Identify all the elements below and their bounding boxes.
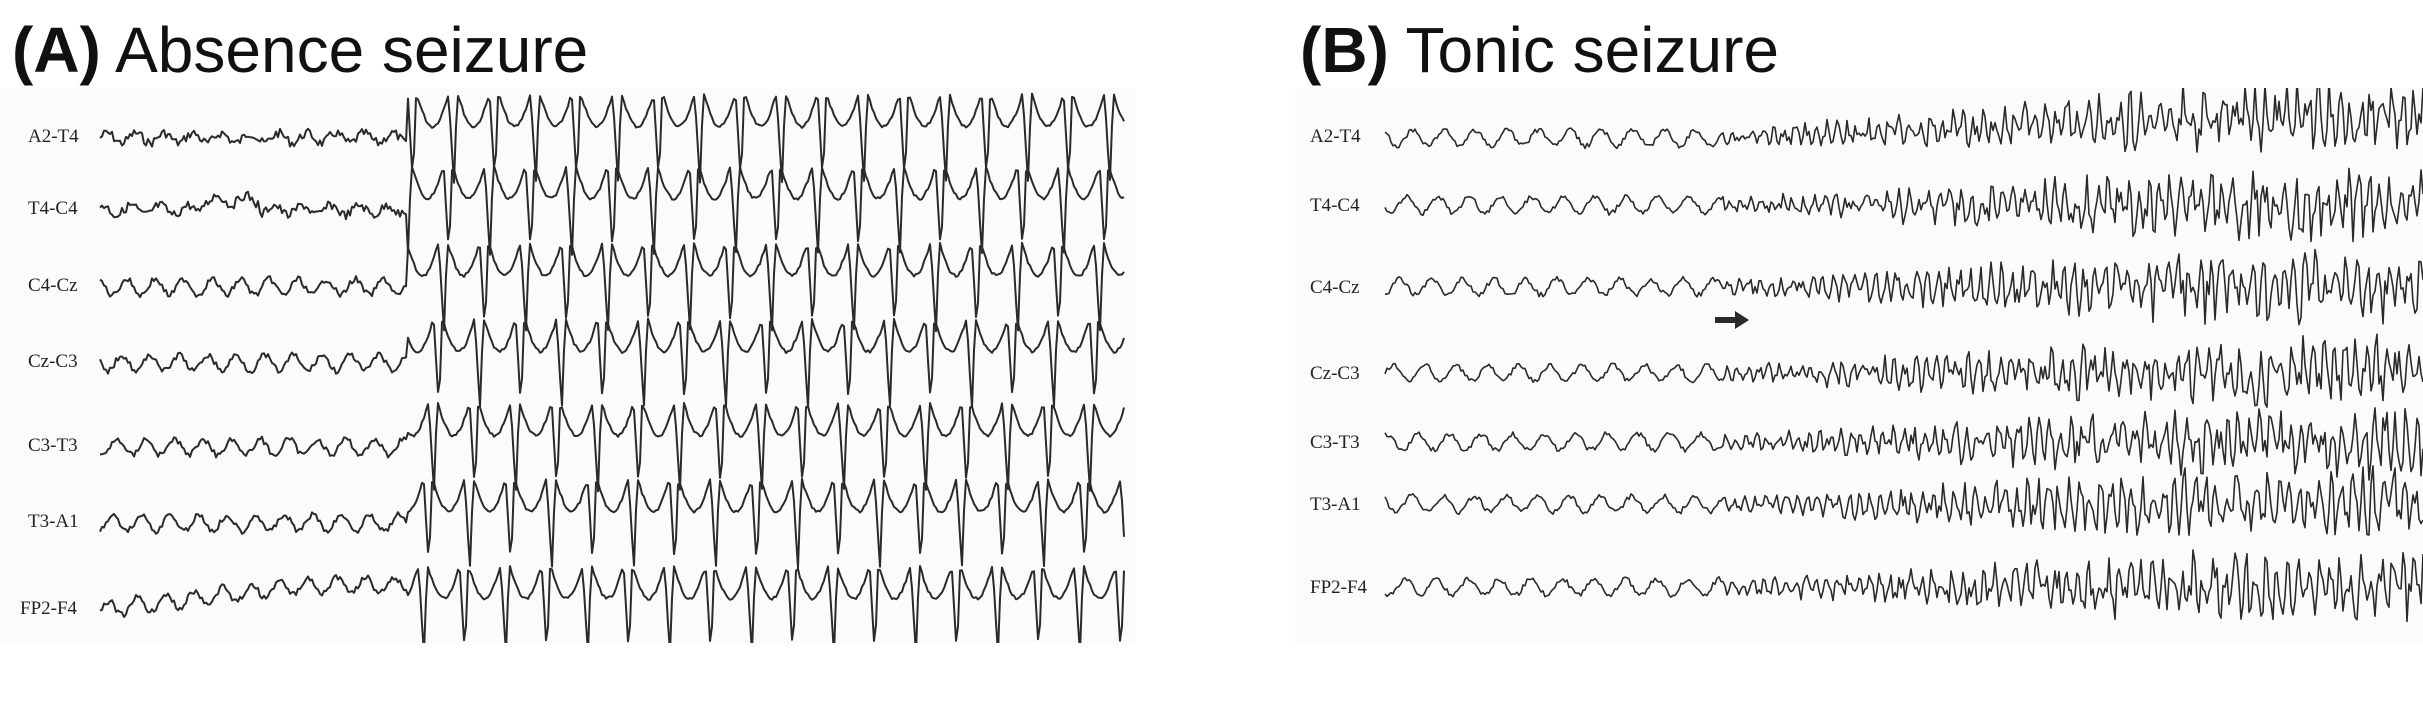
channel-label: C4-Cz <box>1310 277 1360 298</box>
panel-a-title: (A) Absence seizure <box>12 10 588 90</box>
arrow-right-icon <box>1715 311 1749 329</box>
eeg-panel-tonic: A2-T4 T4-C4 C4-Cz Cz-C3 C3-T3 T3-A1 FP2-… <box>1295 88 2423 643</box>
eeg-trace <box>1384 549 2423 623</box>
eeg-trace <box>99 164 1125 256</box>
eeg-trace <box>99 477 1125 569</box>
channel-label: T4-C4 <box>28 198 78 219</box>
channel-label: T3-A1 <box>28 511 79 532</box>
panel-a-title-text: Absence seizure <box>115 14 589 86</box>
eeg-trace <box>1384 167 2423 243</box>
channel-label: C4-Cz <box>28 275 78 296</box>
channel-label: Cz-C3 <box>28 351 78 372</box>
eeg-trace <box>99 402 1125 493</box>
eeg-trace <box>1384 88 2423 153</box>
panel-b-title: (B) Tonic seizure <box>1300 10 1779 90</box>
eeg-trace <box>99 565 1125 643</box>
eeg-trace <box>1384 333 2423 408</box>
channel-label: FP2-F4 <box>1310 577 1368 598</box>
eeg-trace <box>99 241 1125 333</box>
channel-label: C3-T3 <box>28 435 78 456</box>
eeg-trace <box>1384 407 2423 481</box>
channel-label: A2-T4 <box>28 126 79 147</box>
panel-b-letter: (B) <box>1300 14 1389 86</box>
eeg-trace <box>1384 465 2423 536</box>
channel-label: T3-A1 <box>1310 494 1361 515</box>
eeg-trace <box>99 92 1125 184</box>
eeg-trace <box>99 317 1125 409</box>
panel-a-letter: (A) <box>12 14 101 86</box>
eeg-traces-absence <box>99 92 1125 643</box>
eeg-panel-absence: A2-T4 T4-C4 C4-Cz Cz-C3 C3-T3 T3-A1 FP2-… <box>0 88 1135 643</box>
channel-label: C3-T3 <box>1310 432 1360 453</box>
channel-label: Cz-C3 <box>1310 363 1360 384</box>
eeg-traces-tonic <box>1384 88 2423 623</box>
channel-label: A2-T4 <box>1310 126 1361 147</box>
channel-label: T4-C4 <box>1310 195 1360 216</box>
channel-label: FP2-F4 <box>20 598 78 619</box>
panel-b-title-text: Tonic seizure <box>1405 14 1779 86</box>
eeg-trace <box>1384 248 2423 326</box>
